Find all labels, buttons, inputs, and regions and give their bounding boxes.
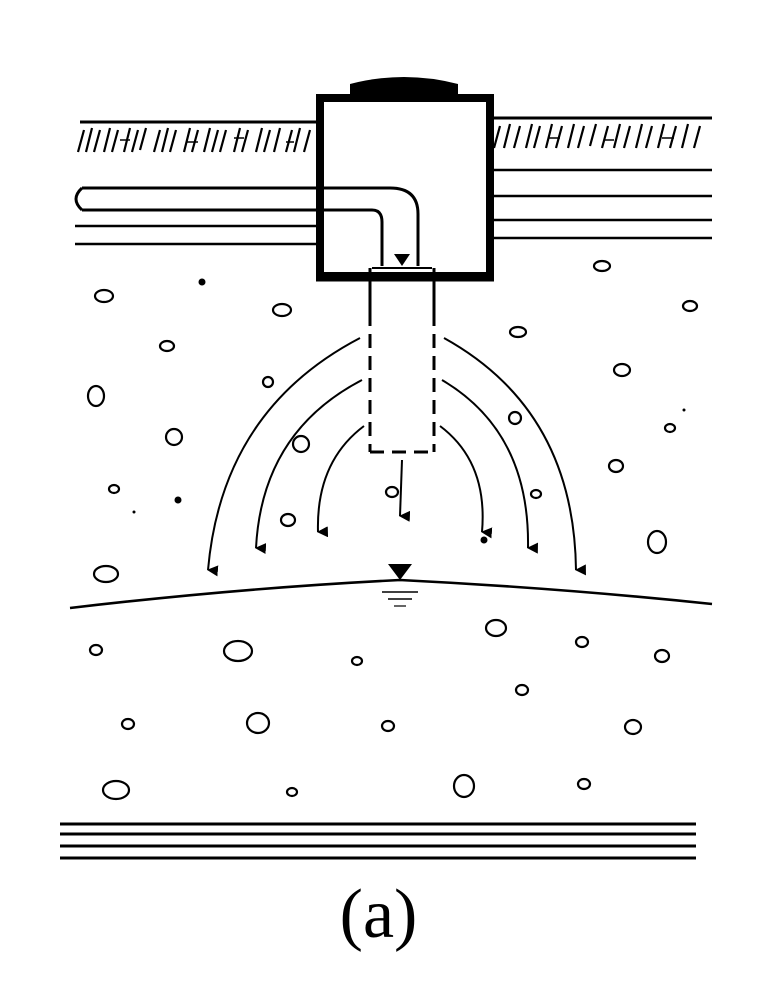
- pebble: [384, 485, 400, 499]
- pebble: [663, 422, 677, 434]
- pebble: [623, 718, 643, 736]
- flow-arrow: [398, 459, 411, 522]
- pebble: [514, 683, 530, 697]
- pebble: [222, 639, 254, 663]
- bedrock-layer: [60, 822, 696, 860]
- pebble: [279, 512, 297, 528]
- pebble: [612, 362, 632, 378]
- water-table-marker: [388, 564, 412, 580]
- infiltration-well-tube: [368, 267, 436, 454]
- flow-arrow: [206, 337, 361, 577]
- pebble: [380, 719, 396, 733]
- soil-layers: [75, 168, 712, 246]
- seepage-flow-arrows: [206, 337, 586, 577]
- pebble: [574, 635, 590, 649]
- pebble: [285, 786, 299, 798]
- pebble: [653, 648, 671, 664]
- chamber-cover: [350, 77, 458, 96]
- pebble: [484, 618, 508, 638]
- pebble: [452, 773, 476, 799]
- flow-arrow: [441, 379, 538, 554]
- water-table: [69, 578, 713, 610]
- pebble: [120, 717, 136, 731]
- pebble: [607, 458, 625, 474]
- flow-arrow: [316, 425, 365, 538]
- pebble: [245, 711, 271, 735]
- pebble: [592, 259, 612, 273]
- pebble: [164, 427, 184, 447]
- pebble: [86, 384, 106, 408]
- pebble: [529, 488, 543, 500]
- ground-surface: [80, 116, 712, 124]
- inlet-pipe: [74, 186, 420, 266]
- pebble: [88, 643, 104, 657]
- pebble: [107, 483, 121, 495]
- pebble: [101, 779, 131, 801]
- flow-arrow: [254, 379, 363, 555]
- pebble: [158, 339, 176, 353]
- flow-arrow: [439, 425, 493, 539]
- figure-caption: (a): [339, 876, 418, 953]
- pebble: [92, 564, 120, 584]
- pebble: [681, 299, 699, 313]
- pebble: [646, 529, 668, 555]
- ground-hatching: [76, 123, 702, 153]
- well-water-level-marker: [394, 254, 410, 266]
- gravel-pebbles: [86, 259, 699, 801]
- pebble: [507, 410, 523, 426]
- small-stones: [132, 278, 686, 544]
- pebble: [508, 325, 528, 339]
- pebble: [350, 655, 364, 667]
- pebble: [291, 434, 311, 454]
- pebble: [261, 375, 275, 389]
- flow-arrow: [443, 337, 586, 576]
- pebble: [93, 288, 115, 304]
- pebble: [271, 302, 293, 318]
- pebble: [576, 777, 592, 791]
